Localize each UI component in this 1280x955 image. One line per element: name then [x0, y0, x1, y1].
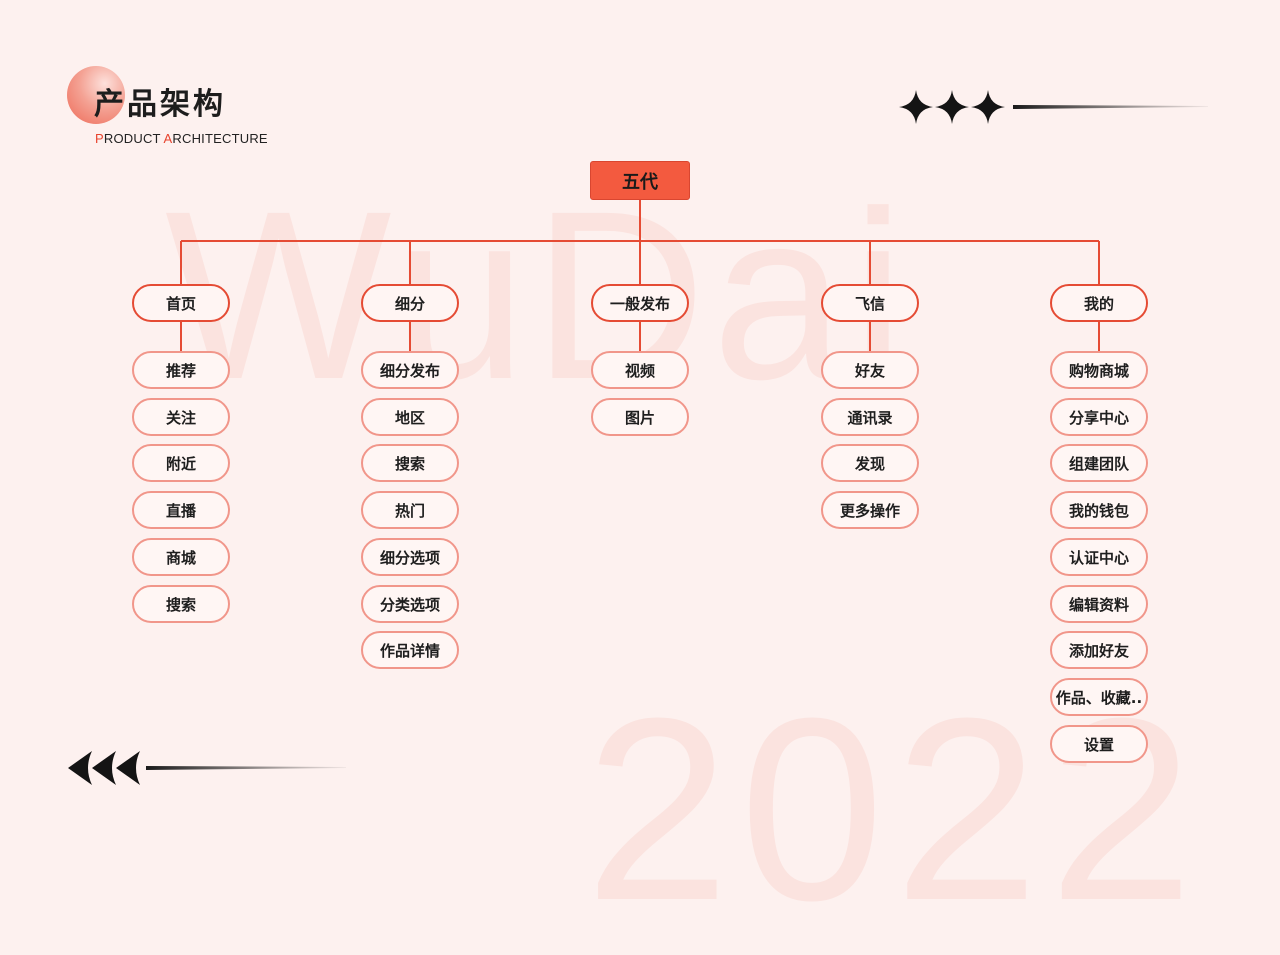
- subtitle-part: RODUCT: [103, 131, 164, 146]
- leaf-node: 作品、收藏..: [1050, 678, 1148, 716]
- leaf-node: 通讯录: [821, 398, 919, 436]
- leaf-node: 设置: [1050, 725, 1148, 763]
- four-point-star-icon: [899, 90, 933, 124]
- star-decoration: [899, 90, 1208, 124]
- leaf-node: 热门: [361, 491, 459, 529]
- arrow-decoration: [68, 751, 346, 785]
- leaf-node: 推荐: [132, 351, 230, 389]
- leaf-node: 我的钱包: [1050, 491, 1148, 529]
- leaf-node: 地区: [361, 398, 459, 436]
- category-node: 我的: [1050, 284, 1148, 322]
- category-node: 一般发布: [591, 284, 689, 322]
- subtitle-part: A: [163, 131, 173, 146]
- leaf-node: 图片: [591, 398, 689, 436]
- leaf-node: 关注: [132, 398, 230, 436]
- leaf-node: 搜索: [132, 585, 230, 623]
- leaf-node: 好友: [821, 351, 919, 389]
- four-point-star-icon: [971, 90, 1005, 124]
- leaf-node: 附近: [132, 444, 230, 482]
- leaf-node: 发现: [821, 444, 919, 482]
- category-node: 细分: [361, 284, 459, 322]
- left-arrowhead-icon: [68, 751, 92, 785]
- category-node: 飞信: [821, 284, 919, 322]
- leaf-node: 编辑资料: [1050, 585, 1148, 623]
- left-arrowhead-icon: [116, 751, 140, 785]
- background-watermark-year: 2022: [585, 665, 1204, 955]
- page-title: 产品架构: [94, 87, 226, 122]
- leaf-node: 细分发布: [361, 351, 459, 389]
- leaf-node: 搜索: [361, 444, 459, 482]
- root-node: 五代: [590, 161, 690, 200]
- leaf-node: 添加好友: [1050, 631, 1148, 669]
- subtitle-part: RCHITECTURE: [172, 131, 268, 146]
- leaf-node: 作品详情: [361, 631, 459, 669]
- fading-line: [1013, 105, 1208, 109]
- leaf-node: 更多操作: [821, 491, 919, 529]
- leaf-node: 直播: [132, 491, 230, 529]
- leaf-node: 分享中心: [1050, 398, 1148, 436]
- leaf-node: 分类选项: [361, 585, 459, 623]
- four-point-star-icon: [935, 90, 969, 124]
- leaf-node: 认证中心: [1050, 538, 1148, 576]
- category-node: 首页: [132, 284, 230, 322]
- leaf-node: 组建团队: [1050, 444, 1148, 482]
- leaf-node: 商城: [132, 538, 230, 576]
- background-watermark-wudai: WuDai: [165, 161, 911, 429]
- header-gradient-circle: [67, 66, 125, 124]
- fading-line: [146, 766, 346, 770]
- page-subtitle: PRODUCT ARCHITECTURE: [95, 131, 268, 146]
- leaf-node: 购物商城: [1050, 351, 1148, 389]
- leaf-node: 细分选项: [361, 538, 459, 576]
- leaf-node: 视频: [591, 351, 689, 389]
- left-arrowhead-icon: [92, 751, 116, 785]
- subtitle-part: P: [95, 131, 104, 146]
